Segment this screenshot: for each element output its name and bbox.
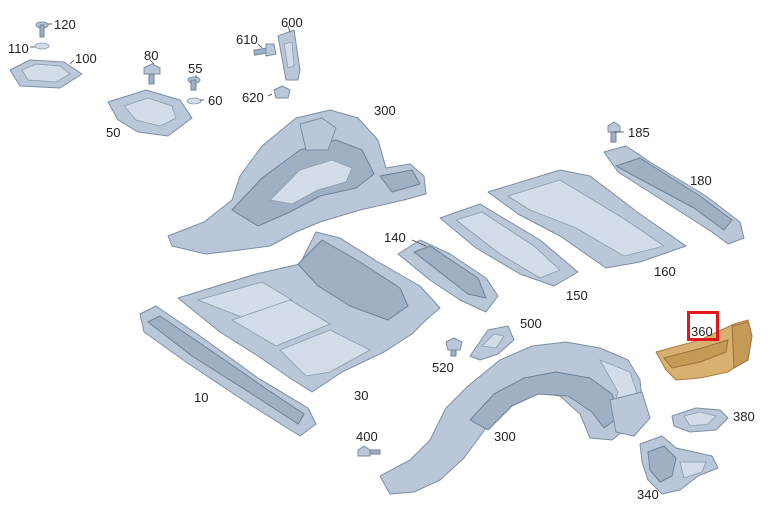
callout-160: 160 (654, 264, 676, 279)
callout-360: 360 (691, 324, 713, 339)
callout-520: 520 (432, 360, 454, 375)
callout-150: 150 (566, 288, 588, 303)
part-300-wheelhouse-right[interactable] (379, 341, 651, 495)
part-520-bolt[interactable] (445, 337, 463, 357)
callout-110: 110 (8, 41, 29, 56)
part-10-side-rail[interactable] (139, 305, 317, 437)
callout-340: 340 (637, 487, 659, 502)
part-500-bracket[interactable] (469, 325, 515, 361)
part-180-rail[interactable] (603, 145, 745, 245)
part-50-bracket[interactable] (107, 89, 193, 137)
callout-620: 620 (242, 90, 264, 105)
callout-140: 140 (384, 230, 406, 245)
part-300-wheelhouse-left[interactable] (167, 109, 427, 255)
callout-100: 100 (75, 51, 97, 66)
part-140-member[interactable] (397, 239, 499, 313)
highlight-box-360 (687, 311, 719, 341)
part-30-main-floor[interactable] (177, 231, 441, 393)
part-100-plate[interactable] (9, 59, 83, 89)
part-150-floor-strip[interactable] (439, 203, 579, 287)
part-160-floor-panel[interactable] (487, 169, 687, 269)
callout-80: 80 (144, 48, 159, 63)
part-60-washer[interactable] (186, 97, 202, 105)
leader-lines (30, 23, 624, 247)
callout-30: 30 (354, 388, 369, 403)
part-600-bracket[interactable] (277, 29, 301, 81)
part-120-bolt[interactable] (35, 21, 49, 38)
callout-180: 180 (690, 173, 712, 188)
callout-10: 10 (194, 390, 209, 405)
callout-600: 600 (281, 15, 303, 30)
part-110-washer[interactable] (34, 42, 50, 50)
callout-300-lower: 300 (494, 429, 516, 444)
part-610-bolt[interactable] (253, 43, 277, 57)
callout-55: 55 (188, 61, 203, 76)
part-80-bolt[interactable] (143, 63, 161, 85)
part-340-bracket[interactable] (639, 435, 719, 495)
callout-380: 380 (733, 409, 755, 424)
part-185-bolt[interactable] (607, 121, 621, 143)
part-620-nut[interactable] (273, 85, 291, 99)
callout-610: 610 (236, 32, 258, 47)
part-380-cover[interactable] (671, 407, 729, 433)
callout-500: 500 (520, 316, 542, 331)
callout-50: 50 (106, 125, 121, 140)
callout-185: 185 (628, 125, 650, 140)
callout-120: 120 (54, 17, 76, 32)
callout-60: 60 (208, 93, 223, 108)
part-400-bolt[interactable] (357, 445, 381, 457)
part-360-reinforcement-highlighted[interactable] (655, 319, 753, 381)
part-55-bolt[interactable] (187, 76, 201, 91)
callout-400: 400 (356, 429, 378, 444)
callout-300-upper: 300 (374, 103, 396, 118)
